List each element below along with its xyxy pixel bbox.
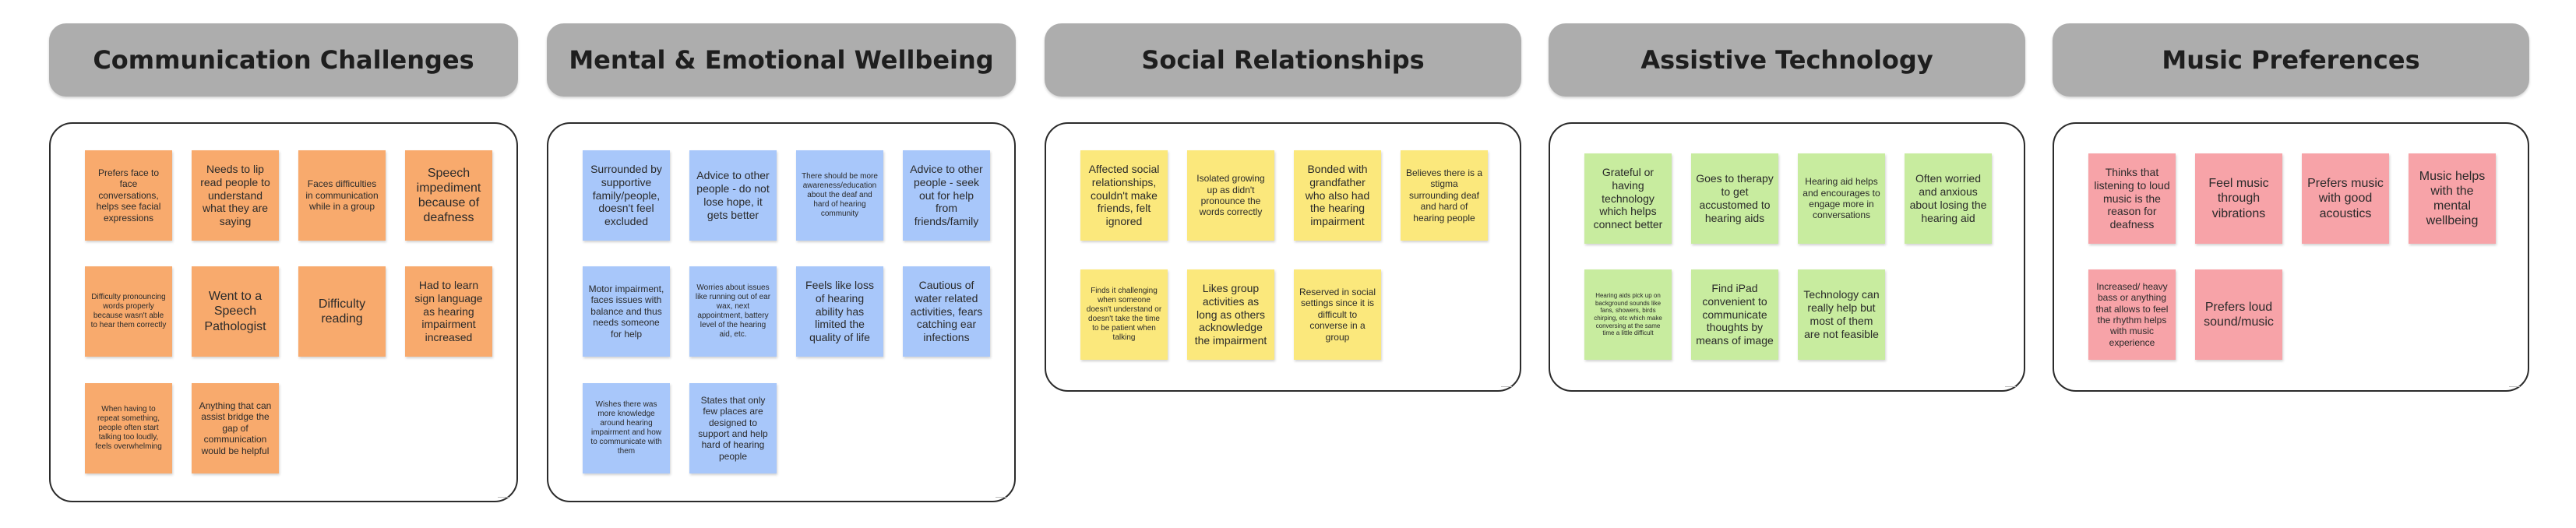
sticky-note[interactable]: Advice to other people - seek out for he… bbox=[903, 150, 990, 241]
category-title: Assistive Technology bbox=[1640, 45, 1933, 75]
sticky-note[interactable]: When having to repeat something, people … bbox=[85, 383, 172, 473]
sticky-note[interactable]: Find iPad convenient to communicate thou… bbox=[1691, 269, 1778, 360]
category-header[interactable]: Music Preferences bbox=[2053, 23, 2529, 97]
category-title: Social Relationships bbox=[1141, 45, 1425, 75]
sticky-note[interactable]: Isolated growing up as didn't pronounce … bbox=[1187, 150, 1274, 241]
category-frame: Affected social relationships, couldn't … bbox=[1045, 122, 1521, 392]
category-header[interactable]: Assistive Technology bbox=[1549, 23, 2025, 97]
category-frame: Thinks that listening to loud music is t… bbox=[2053, 122, 2529, 392]
sticky-note[interactable]: Affected social relationships, couldn't … bbox=[1080, 150, 1168, 241]
category-header[interactable]: Mental & Emotional Wellbeing bbox=[547, 23, 1016, 97]
sticky-note[interactable]: Hearing aids pick up on background sound… bbox=[1584, 269, 1672, 360]
sticky-note[interactable]: Music helps with the mental wellbeing bbox=[2409, 153, 2496, 244]
category-title: Music Preferences bbox=[2162, 45, 2420, 75]
sticky-note[interactable]: Goes to therapy to get accustomed to hea… bbox=[1691, 153, 1778, 244]
resize-handle-icon[interactable] bbox=[1501, 382, 1512, 387]
sticky-note[interactable]: Technology can really help but most of t… bbox=[1798, 269, 1885, 360]
sticky-note[interactable]: Grateful or having technology which help… bbox=[1584, 153, 1672, 244]
sticky-note[interactable]: Speech impediment because of deafness bbox=[405, 150, 492, 241]
sticky-note[interactable]: Had to learn sign language as hearing im… bbox=[405, 266, 492, 357]
sticky-note[interactable]: Went to a Speech Pathologist bbox=[192, 266, 279, 357]
resize-handle-icon[interactable] bbox=[498, 492, 509, 498]
category-frame: Surrounded by supportive family/people, … bbox=[547, 122, 1016, 502]
sticky-note[interactable]: Feel music through vibrations bbox=[2195, 153, 2282, 244]
sticky-note[interactable]: Motor impairment, faces issues with bala… bbox=[583, 266, 670, 357]
category-header[interactable]: Social Relationships bbox=[1045, 23, 1521, 97]
resize-handle-icon[interactable] bbox=[996, 492, 1006, 498]
category-frame: Prefers face to face conversations, help… bbox=[49, 122, 518, 502]
sticky-note[interactable]: Believes there is a stigma surrounding d… bbox=[1401, 150, 1488, 241]
sticky-note[interactable]: Difficulty reading bbox=[298, 266, 386, 357]
category-title: Communication Challenges bbox=[93, 45, 474, 75]
sticky-note[interactable]: States that only few places are designed… bbox=[689, 383, 777, 473]
sticky-note[interactable]: Wishes there was more knowledge around h… bbox=[583, 383, 670, 473]
sticky-note[interactable]: Thinks that listening to loud music is t… bbox=[2088, 153, 2176, 244]
sticky-note[interactable]: Prefers face to face conversations, help… bbox=[85, 150, 172, 241]
sticky-note[interactable]: There should be more awareness/education… bbox=[796, 150, 883, 241]
sticky-note[interactable]: Prefers music with good acoustics bbox=[2302, 153, 2389, 244]
sticky-note[interactable]: Prefers loud sound/music bbox=[2195, 269, 2282, 360]
sticky-note[interactable]: Surrounded by supportive family/people, … bbox=[583, 150, 670, 241]
category-title: Mental & Emotional Wellbeing bbox=[569, 45, 994, 75]
sticky-note[interactable]: Difficulty pronouncing words properly be… bbox=[85, 266, 172, 357]
sticky-note[interactable]: Reserved in social settings since it is … bbox=[1294, 269, 1381, 360]
sticky-note[interactable]: Likes group activities as long as others… bbox=[1187, 269, 1274, 360]
sticky-note[interactable]: Anything that can assist bridge the gap … bbox=[192, 383, 279, 473]
sticky-note[interactable]: Worries about issues like running out of… bbox=[689, 266, 777, 357]
sticky-note[interactable]: Feels like loss of hearing ability has l… bbox=[796, 266, 883, 357]
sticky-note[interactable]: Bonded with grandfather who also had the… bbox=[1294, 150, 1381, 241]
category-header[interactable]: Communication Challenges bbox=[49, 23, 518, 97]
sticky-note[interactable]: Often worried and anxious about losing t… bbox=[1905, 153, 1992, 244]
sticky-note[interactable]: Faces difficulties in communication whil… bbox=[298, 150, 386, 241]
resize-handle-icon[interactable] bbox=[2509, 382, 2520, 387]
sticky-note[interactable]: Advice to other people - do not lose hop… bbox=[689, 150, 777, 241]
resize-handle-icon[interactable] bbox=[2005, 382, 2016, 387]
sticky-note[interactable]: Cautious of water related activities, fe… bbox=[903, 266, 990, 357]
sticky-note[interactable]: Needs to lip read people to understand w… bbox=[192, 150, 279, 241]
sticky-note[interactable]: Finds it challenging when someone doesn'… bbox=[1080, 269, 1168, 360]
sticky-note[interactable]: Increased/ heavy bass or anything that a… bbox=[2088, 269, 2176, 360]
category-frame: Grateful or having technology which help… bbox=[1549, 122, 2025, 392]
sticky-note[interactable]: Hearing aid helps and encourages to enga… bbox=[1798, 153, 1885, 244]
